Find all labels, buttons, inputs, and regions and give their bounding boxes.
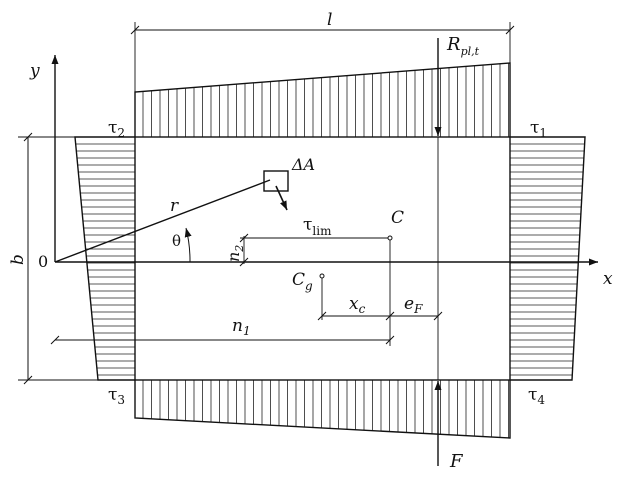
x-axis-label: x (603, 269, 613, 289)
r-label: r (170, 196, 179, 216)
l-ticks (130, 25, 515, 35)
R-label: Rpl,t (446, 34, 480, 58)
point-C (387, 235, 393, 241)
y-axis-label: y (29, 61, 40, 81)
eF-label: eF (404, 294, 423, 316)
xc-eF-ticks (317, 311, 443, 321)
n1-label: n1 (232, 316, 251, 338)
tau4-label: τ4 (528, 385, 545, 407)
tau3-label: τ3 (108, 385, 125, 407)
b-label: b (8, 254, 28, 265)
plate-rectangle (134, 136, 511, 381)
tau1-label: τ1 (530, 118, 547, 140)
bottom-stress-hatching (142, 380, 509, 438)
top-stress-hatching (142, 63, 509, 137)
origin-label: 0 (38, 252, 48, 271)
C-label: C (391, 208, 404, 228)
n1-ticks (50, 335, 395, 345)
xc-label: xc (349, 294, 366, 316)
tau-lim-arrow (275, 185, 288, 211)
right-stress-outline (510, 136, 586, 381)
tau-lim-label: τlim (303, 215, 332, 238)
point-Cg (319, 273, 325, 279)
l-label: l (327, 10, 332, 30)
left-stress-outline (74, 136, 135, 381)
n2-ticks (239, 233, 249, 267)
left-stress-hatching (75, 143, 135, 376)
radius-line (54, 179, 271, 263)
dA-element (263, 170, 289, 192)
dA-label: ΔA (291, 155, 315, 174)
right-stress-hatching (510, 143, 585, 376)
top-stress-outline (134, 62, 511, 137)
bottom-stress-outline (134, 380, 511, 439)
b-ticks (23, 132, 33, 385)
Cg-label: Cg (292, 270, 313, 293)
theta-label: θ (172, 232, 181, 250)
n2-label: n2 (224, 245, 246, 262)
theta-arc (184, 227, 192, 263)
F-label: F (449, 451, 464, 472)
tau2-label: τ2 (108, 118, 125, 140)
